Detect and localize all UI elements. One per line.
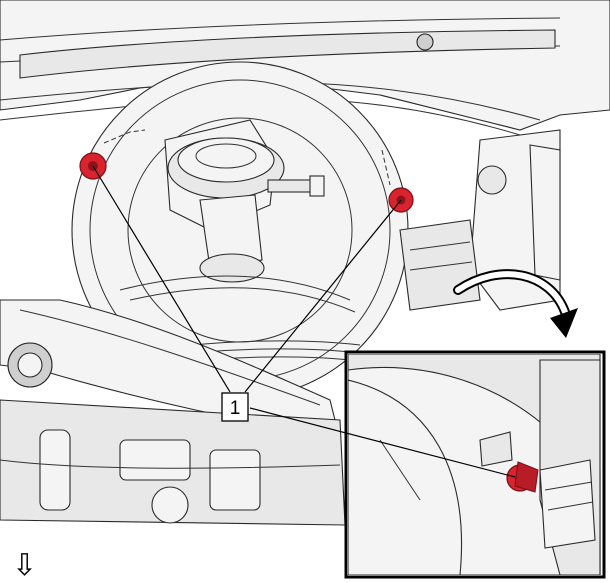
curved-arrow-icon	[453, 269, 578, 338]
intake-duct	[0, 299, 341, 441]
callout-1: 1	[221, 392, 249, 422]
callout-label: 1	[230, 398, 241, 419]
inset-detail	[344, 350, 606, 579]
down-arrow-icon: ⇩	[12, 548, 37, 583]
brake-fluid-reservoir	[164, 119, 325, 283]
engine-components	[0, 399, 346, 526]
callout-leader-lines	[92, 165, 516, 478]
